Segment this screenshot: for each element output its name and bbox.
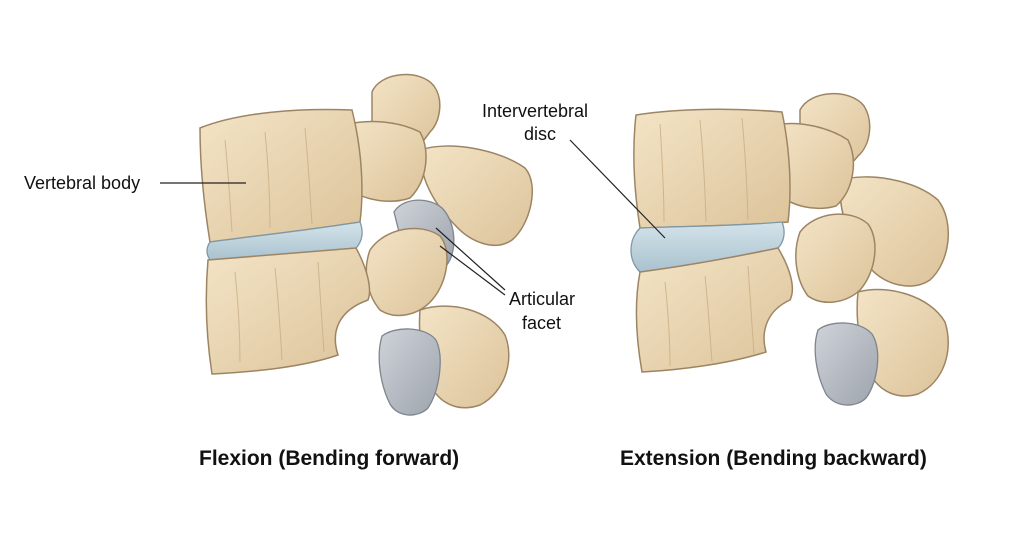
label-articular-facet-line1: Articular: [509, 289, 576, 309]
label-intervertebral-disc-line2: disc: [524, 124, 557, 144]
flexion-lower-vertebral-body: [205, 247, 371, 375]
leader-articular-facet-lower: [439, 245, 506, 296]
leader-articular-facet-upper: [435, 227, 506, 291]
caption-extension: Extension (Bending backward): [620, 447, 927, 470]
flexion-upper-vertebral-body: [199, 108, 363, 243]
caption-flexion: Flexion (Bending forward): [199, 447, 460, 470]
extension-upper-pedicle: [774, 122, 855, 210]
extension-lower-articular-process: [795, 213, 876, 303]
extension-illustration: [630, 93, 950, 406]
extension-lower-facet: [814, 322, 879, 406]
leader-intervertebral-disc: [569, 139, 666, 239]
flexion-lower-facet: [378, 328, 441, 416]
flexion-illustration: [199, 73, 533, 416]
label-articular-facet-line2: facet: [522, 313, 562, 333]
label-vertebral-body: Vertebral body: [24, 173, 141, 193]
flexion-lower-articular-process: [365, 227, 448, 317]
extension-upper-vertebral-body: [633, 108, 791, 229]
flexion-upper-pedicle: [344, 120, 427, 203]
label-intervertebral-disc-line1: Intervertebral: [482, 101, 589, 121]
